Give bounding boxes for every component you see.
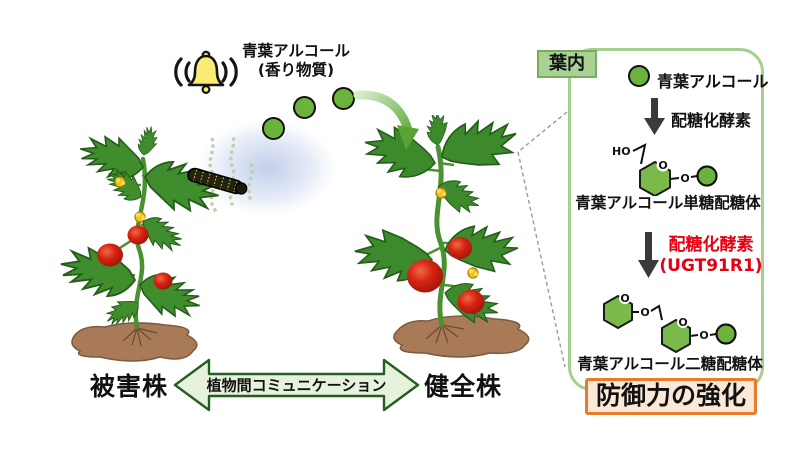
ugt-gene-name: (UGT91R1) xyxy=(659,256,763,276)
ugt-enzyme-label: 配糖化酵素 (UGT91R1) xyxy=(650,235,772,277)
linker-oxygen-label: O xyxy=(699,329,708,342)
ho-group-label: HO xyxy=(612,145,631,158)
curved-transfer-arrow-icon xyxy=(353,90,419,150)
double-headed-arrow-icon: 植物間コミュニケーション xyxy=(173,358,420,412)
damaged-plant-label: 被害株 xyxy=(90,372,169,401)
ring-oxygen-label: O xyxy=(658,159,667,172)
green-circle-molecule-icon xyxy=(628,65,650,87)
defense-strengthening-box: 防御力の強化 xyxy=(585,378,757,415)
alarm-bell-icon xyxy=(174,50,238,94)
sound-wave-icon xyxy=(174,57,238,87)
volatile-title: 青葉アルコール xyxy=(241,42,351,60)
volatile-subtitle: (香り物質) xyxy=(257,61,335,79)
ugt-enzyme-name: 配糖化酵素 xyxy=(668,235,754,255)
monoglycoside-label: 青葉アルコール単糖配糖体 xyxy=(575,194,761,212)
down-arrow-icon xyxy=(644,98,665,135)
monoglycoside-structure: HO O O xyxy=(612,143,718,196)
volatile-caption: 青葉アルコール (香り物質) xyxy=(238,42,354,80)
linker-oxygen-label: O xyxy=(640,306,649,319)
ring-oxygen-label: O xyxy=(620,292,629,305)
glycosylation-enzyme-label: 配糖化酵素 xyxy=(671,111,752,130)
linker-oxygen-label: O xyxy=(680,172,689,185)
leaf-panel-title: 葉内 xyxy=(537,50,597,78)
down-arrow-icon xyxy=(638,232,659,278)
communication-arrow-label: 植物間コミュニケーション xyxy=(207,377,387,395)
panel-legend-label: 青葉アルコール xyxy=(657,72,769,91)
ring-oxygen-label: O xyxy=(678,316,687,329)
green-circle-molecule-icon xyxy=(332,87,355,110)
green-circle-molecule-icon xyxy=(262,117,285,140)
caterpillar-icon xyxy=(187,167,248,195)
healthy-plant-label: 健全株 xyxy=(424,372,503,401)
diglycoside-structure: O O O O xyxy=(603,292,737,353)
damaged-tomato-plant xyxy=(56,125,224,362)
diglycoside-label: 青葉アルコール二糖配糖体 xyxy=(577,355,763,373)
healthy-tomato-plant xyxy=(352,115,530,358)
green-circle-molecule-icon xyxy=(293,96,316,119)
